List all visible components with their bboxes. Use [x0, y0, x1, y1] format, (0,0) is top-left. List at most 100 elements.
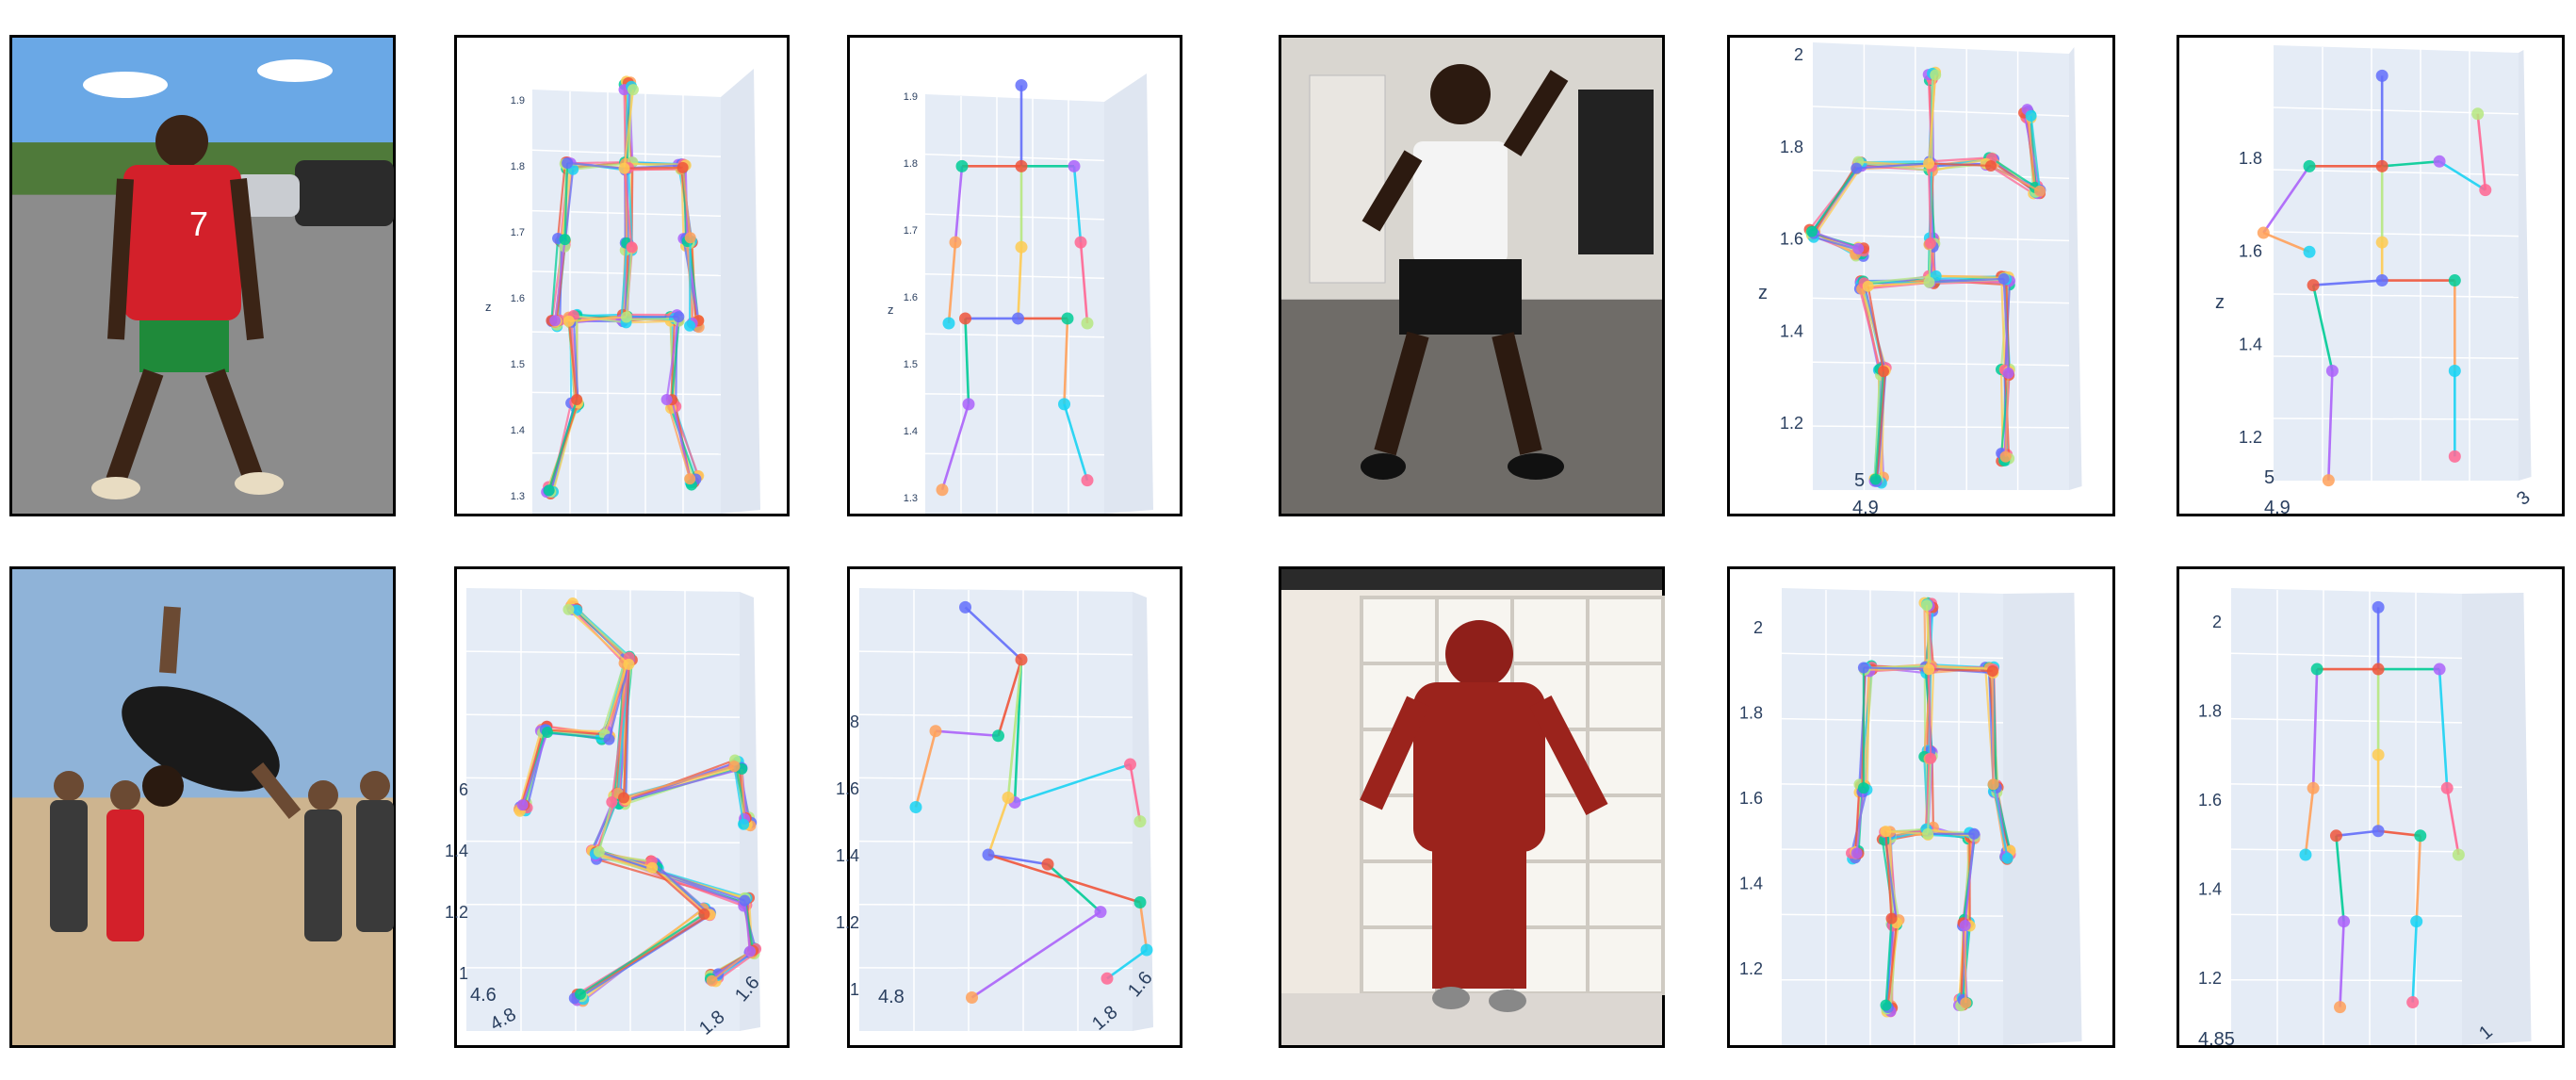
skeleton-bone — [1138, 902, 1149, 951]
skeleton-joint — [2448, 450, 2461, 463]
z-tick-label: 1.7 — [511, 227, 525, 238]
skeleton-bone — [521, 731, 549, 806]
skeleton-bone — [711, 950, 751, 982]
skeleton-joint — [1925, 752, 1937, 764]
skeleton-bone — [620, 242, 628, 320]
skeleton-joint — [1068, 159, 1081, 172]
skeleton-bone — [566, 161, 625, 170]
z-tick-label: 8 — [850, 712, 859, 731]
skeleton-bone — [1867, 286, 1885, 372]
skeleton-joint — [2375, 274, 2389, 287]
skeleton-bone — [1884, 831, 1893, 919]
red-hoodie — [1413, 682, 1545, 852]
skeleton-bone — [997, 659, 1023, 737]
skeleton-joint — [627, 84, 639, 96]
grid-line — [2230, 717, 2463, 724]
cloud — [257, 59, 333, 82]
z-tick-label: 1.8 — [1739, 704, 1763, 723]
skeleton-bone — [1811, 230, 1859, 250]
skeleton-joint — [623, 658, 635, 670]
skeleton-joint — [646, 861, 659, 874]
skeleton-joint — [739, 894, 751, 907]
grid-line — [858, 840, 1133, 844]
skeleton-bone — [2476, 113, 2487, 190]
grid-line — [924, 153, 1105, 162]
skeleton-joint — [1968, 827, 1981, 840]
skeleton-bone — [2311, 285, 2334, 371]
arm — [251, 762, 302, 819]
skeleton-bone — [1855, 787, 1865, 854]
skeleton-joint — [571, 604, 583, 616]
skeleton-bone — [577, 313, 623, 318]
skeleton-joint — [744, 945, 757, 957]
skeleton-bone — [2327, 370, 2334, 481]
skeleton-bone — [2002, 278, 2010, 373]
skeleton-bone — [625, 247, 633, 318]
leg — [204, 368, 263, 480]
grid-line — [465, 650, 741, 656]
photo-backflip-on-beach — [9, 566, 396, 1048]
skeleton-bone — [1992, 784, 2009, 859]
skeleton-bone — [1928, 162, 1992, 168]
grid-line — [2273, 417, 2519, 420]
skeleton-joint — [1852, 242, 1865, 254]
skeleton-bone — [1926, 827, 1975, 838]
skeleton-bone — [598, 850, 745, 902]
skeleton-joint — [1081, 474, 1094, 487]
skeleton-joint — [1999, 450, 2012, 463]
z-tick-label: 1.5 — [511, 359, 525, 370]
skeleton-joint — [698, 908, 710, 921]
skeleton-bone — [2415, 835, 2422, 922]
skeleton-joint — [2406, 996, 2420, 1009]
z-tick-label: 1.9 — [511, 95, 525, 106]
skeleton-bone — [1923, 602, 1927, 667]
grid-line — [2230, 913, 2463, 917]
z-tick-label: 1.6 — [2239, 242, 2262, 261]
arm — [1529, 695, 1608, 816]
skeleton-bone — [2382, 160, 2440, 168]
skeleton-joint — [959, 600, 971, 614]
back-wall — [1782, 588, 2003, 1045]
skeleton-bone — [2262, 165, 2311, 234]
skeleton-bone — [1866, 671, 1871, 791]
skeleton-joint — [684, 473, 696, 485]
skeleton-bone — [1874, 371, 1885, 480]
skeleton-bone — [624, 759, 736, 802]
side-wall — [721, 69, 760, 514]
skeleton-bone — [2437, 668, 2449, 789]
back-wall — [466, 588, 740, 1031]
skeleton-joint — [2257, 226, 2270, 239]
skeleton-joint — [2448, 365, 2461, 377]
skeleton-bone — [1929, 277, 2004, 284]
skeleton-joint — [966, 991, 978, 1004]
hood — [1445, 620, 1513, 688]
skeleton-bone — [2304, 788, 2315, 856]
skeleton-joint — [1869, 473, 1882, 485]
ceiling — [1281, 569, 1662, 590]
skeleton-bone — [599, 663, 626, 738]
sandal — [1361, 453, 1406, 480]
skeleton-bone — [1964, 833, 1976, 926]
photo-man-white-tank-dancing — [1279, 35, 1665, 516]
skeleton-joint — [562, 157, 574, 170]
z-tick-label: 1.4 — [836, 846, 859, 865]
skeleton-joint — [1015, 240, 1028, 254]
skeleton-joint — [959, 312, 971, 325]
skeleton-joint — [1923, 663, 1935, 676]
skeleton-joint — [618, 792, 630, 804]
skeleton-bone — [625, 162, 684, 166]
skeleton-bone — [1856, 162, 1930, 170]
axis-tick-label: 5 — [1854, 470, 1865, 491]
skeleton-bone — [1928, 242, 1932, 283]
skeleton-bone — [1858, 288, 1882, 369]
z-tick-label: 1.8 — [2198, 702, 2222, 721]
skeleton-bone — [2311, 669, 2319, 789]
shoe — [1432, 987, 1470, 1009]
skeleton-joint — [1862, 280, 1874, 292]
z-tick-label: 1.3 — [511, 491, 525, 502]
skeleton-bone — [1014, 762, 1131, 804]
z-tick-label: 1.2 — [2239, 428, 2262, 447]
skeleton-bone — [1929, 156, 1990, 163]
